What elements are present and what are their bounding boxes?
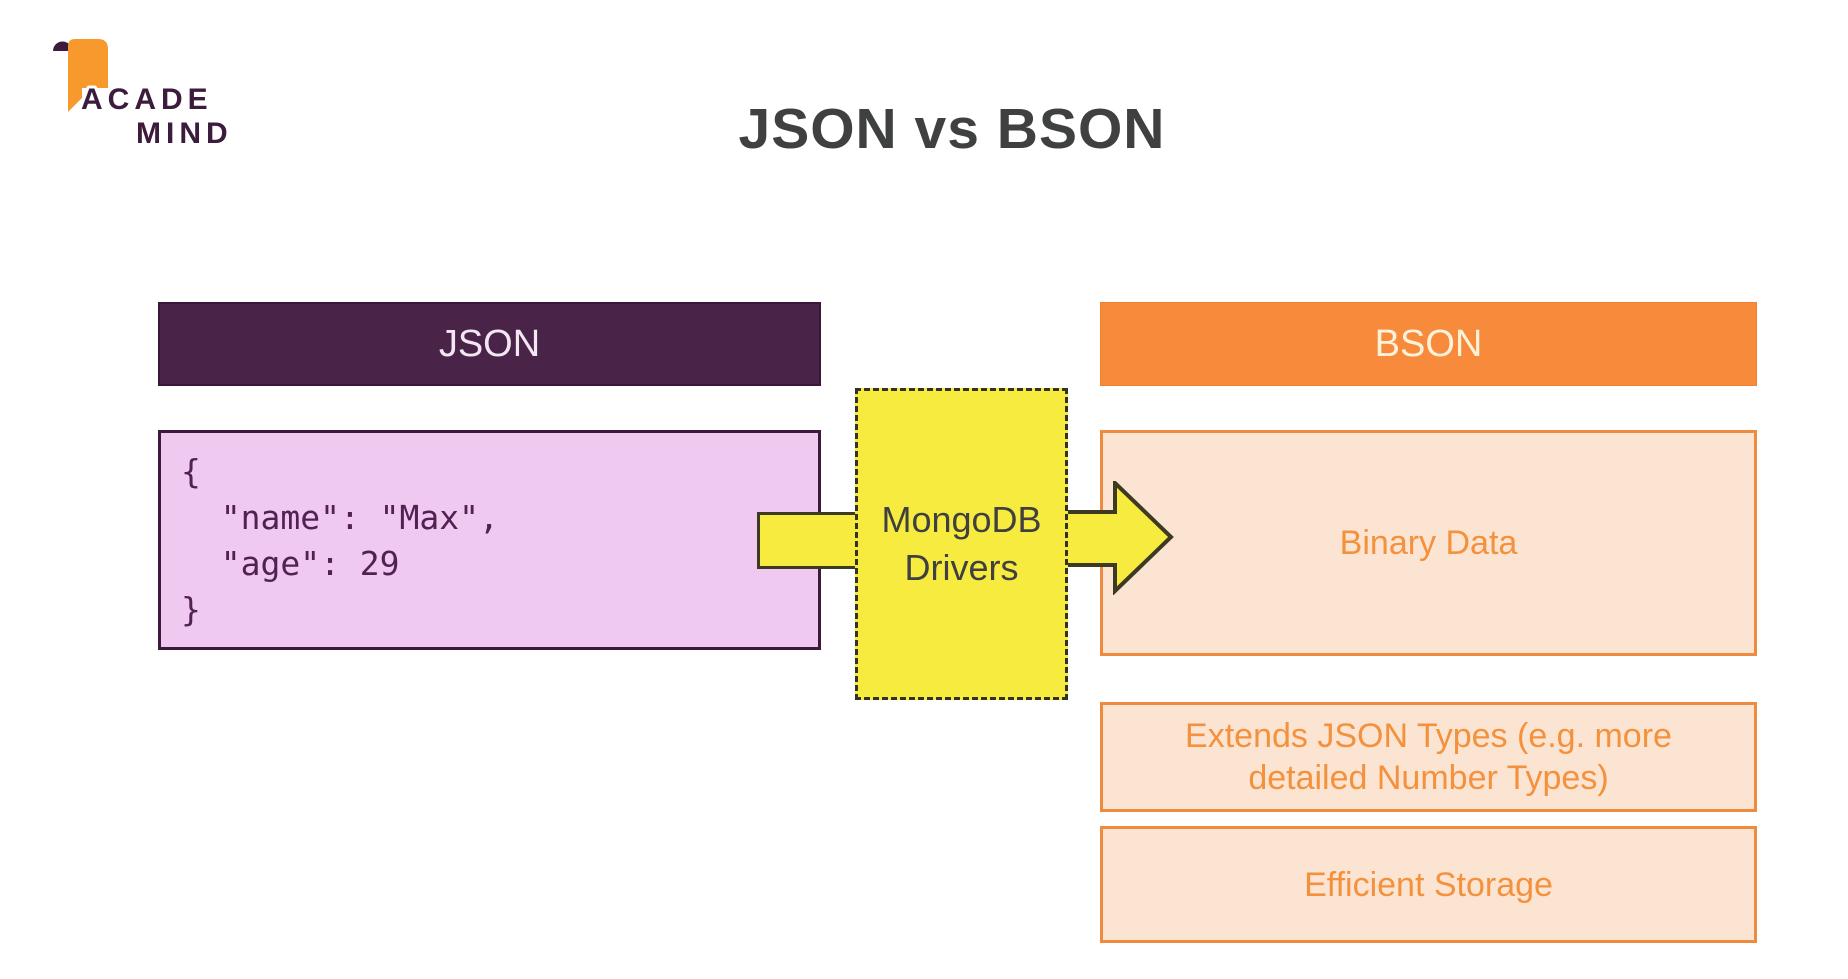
- binary-data-label: Binary Data: [1339, 524, 1518, 562]
- bson-header-box: BSON: [1100, 302, 1757, 386]
- bson-header-label: BSON: [1374, 322, 1483, 365]
- mongodb-drivers-label-line1: MongoDB: [881, 499, 1042, 540]
- json-header-label: JSON: [438, 322, 541, 365]
- right-arrow-icon: [1060, 481, 1174, 595]
- mongodb-drivers-box: MongoDB Drivers: [855, 388, 1068, 700]
- logo-text-acade: ACADE: [81, 83, 213, 116]
- logo-ribbon-icon: [68, 39, 108, 112]
- json-code-snippet: { "name": "Max", "age": 29 }: [181, 452, 499, 629]
- academind-logo: ACADE MIND: [53, 39, 233, 153]
- logo-text-mind: MIND: [136, 117, 233, 150]
- efficient-storage-label: Efficient Storage: [1304, 865, 1553, 904]
- extends-json-types-label: Extends JSON Types (e.g. more detailed N…: [1185, 717, 1672, 797]
- arrow-json-to-drivers: [757, 512, 858, 569]
- bson-feature-binary-data: Binary Data: [1100, 430, 1757, 656]
- bson-feature-extends-json-types: Extends JSON Types (e.g. more detailed N…: [1100, 702, 1757, 812]
- json-header-box: JSON: [158, 302, 821, 386]
- json-code-box: { "name": "Max", "age": 29 }: [158, 430, 821, 650]
- mongodb-drivers-label-line2: Drivers: [904, 547, 1019, 588]
- logo-ribbon-curl-icon: [53, 41, 72, 51]
- bson-feature-efficient-storage: Efficient Storage: [1100, 826, 1757, 943]
- page-title: JSON vs BSON: [738, 97, 1166, 161]
- arrow-drivers-to-bson: [1060, 481, 1174, 595]
